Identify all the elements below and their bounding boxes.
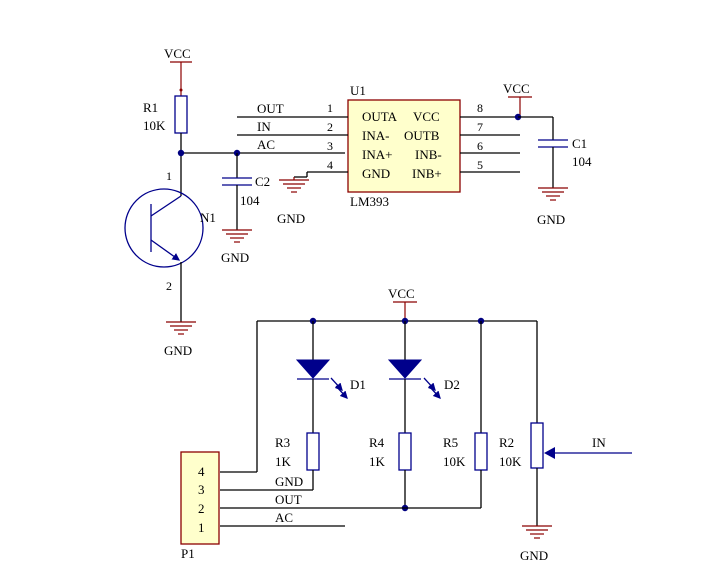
junction-r1-n1 bbox=[177, 149, 185, 157]
u1-pin3-number: 3 bbox=[327, 139, 333, 153]
u1-pin6-name: INB- bbox=[415, 147, 442, 162]
gnd-c2-symbol: GND bbox=[221, 229, 252, 265]
u1-part: LM393 bbox=[350, 194, 389, 209]
r2-net-label-in: IN bbox=[592, 435, 606, 450]
gnd-u1-symbol: GND bbox=[277, 172, 309, 226]
r1-value: 10K bbox=[143, 118, 166, 133]
r3-ref: R3 bbox=[275, 435, 290, 450]
net-label-ac: AC bbox=[257, 137, 275, 152]
gnd-c1-label: GND bbox=[537, 212, 565, 227]
u1-pin3-name: INA+ bbox=[362, 147, 392, 162]
led-d1: D1 bbox=[295, 321, 366, 433]
u1-pin4-number: 4 bbox=[327, 158, 333, 172]
resistor-r3: R3 1K bbox=[275, 432, 320, 471]
u1-pin5-name: INB+ bbox=[412, 166, 442, 181]
c2-ref: C2 bbox=[255, 174, 270, 189]
capacitor-c2: C2 104 bbox=[222, 153, 270, 230]
capacitor-c1: C1 104 bbox=[518, 116, 592, 188]
d2-ref: D2 bbox=[444, 377, 460, 392]
vcc-bottom-label: VCC bbox=[388, 286, 415, 301]
u1-pin1-name: OUTA bbox=[362, 109, 398, 124]
r5-ref: R5 bbox=[443, 435, 458, 450]
gnd-r2-label: GND bbox=[520, 548, 548, 563]
led-d2: D2 bbox=[387, 321, 460, 433]
net-label-out: OUT bbox=[257, 101, 284, 116]
n1-ref: N1 bbox=[200, 210, 216, 225]
ic-u1-lm393: U1 LM393 OUTA INA- INA+ GND VCC OUTB INB… bbox=[327, 83, 483, 209]
gnd-c2-label: GND bbox=[221, 250, 249, 265]
u1-pin8-name: VCC bbox=[413, 109, 440, 124]
d1-ref: D1 bbox=[350, 377, 366, 392]
r2-ref: R2 bbox=[499, 435, 514, 450]
u1-ref: U1 bbox=[350, 83, 366, 98]
p1-net-label-out: OUT bbox=[275, 492, 302, 507]
vcc-r1-label: VCC bbox=[164, 46, 191, 61]
resistor-r4: R4 1K bbox=[369, 432, 412, 471]
connector-p1: 4 3 2 1 P1 bbox=[180, 451, 220, 561]
p1-net-label-gnd: GND bbox=[275, 474, 303, 489]
u1-pin6-number: 6 bbox=[477, 139, 483, 153]
gnd-n1-symbol: GND bbox=[164, 321, 196, 358]
u1-pin2-name: INA- bbox=[362, 128, 389, 143]
gnd-c1-symbol: GND bbox=[537, 187, 568, 227]
n1-pin2: 2 bbox=[166, 279, 172, 293]
u1-pin7-name: OUTB bbox=[404, 128, 440, 143]
vcc-bottom-symbol: VCC bbox=[388, 286, 417, 321]
r5-value: 10K bbox=[443, 454, 466, 469]
p1-pin3: 3 bbox=[198, 482, 205, 497]
p1-pin4: 4 bbox=[198, 464, 205, 479]
gnd-n1-label: GND bbox=[164, 343, 192, 358]
vcc-u1-symbol: VCC bbox=[503, 81, 532, 117]
gnd-r2-symbol: GND bbox=[520, 525, 552, 563]
u1-pin1-number: 1 bbox=[327, 101, 333, 115]
p1-ref: P1 bbox=[181, 546, 195, 561]
u1-pin4-name: GND bbox=[362, 166, 390, 181]
r3-value: 1K bbox=[275, 454, 292, 469]
r2-value: 10K bbox=[499, 454, 522, 469]
u1-pin7-number: 7 bbox=[477, 120, 483, 134]
net-label-in: IN bbox=[257, 119, 271, 134]
p1-pin2: 2 bbox=[198, 501, 205, 516]
potentiometer-r2: R2 10K IN bbox=[499, 422, 632, 469]
resistor-r5: R5 10K bbox=[443, 432, 488, 471]
vcc-u1-label: VCC bbox=[503, 81, 530, 96]
gnd-u1-label: GND bbox=[277, 211, 305, 226]
p1-pin1: 1 bbox=[198, 520, 205, 535]
vcc-r1-symbol: VCC bbox=[164, 46, 192, 96]
phototransistor-n1: 1 2 N1 bbox=[124, 169, 216, 293]
u1-pin5-number: 5 bbox=[477, 158, 483, 172]
r4-ref: R4 bbox=[369, 435, 385, 450]
p1-net-label-ac: AC bbox=[275, 510, 293, 525]
c2-value: 104 bbox=[240, 193, 260, 208]
u1-pin2-number: 2 bbox=[327, 120, 333, 134]
n1-pin1: 1 bbox=[166, 169, 172, 183]
c1-ref: C1 bbox=[572, 136, 587, 151]
r1-ref: R1 bbox=[143, 100, 158, 115]
c1-value: 104 bbox=[572, 154, 592, 169]
r4-value: 1K bbox=[369, 454, 386, 469]
resistor-r1: R1 10K bbox=[143, 95, 188, 134]
u1-pin8-number: 8 bbox=[477, 101, 483, 115]
